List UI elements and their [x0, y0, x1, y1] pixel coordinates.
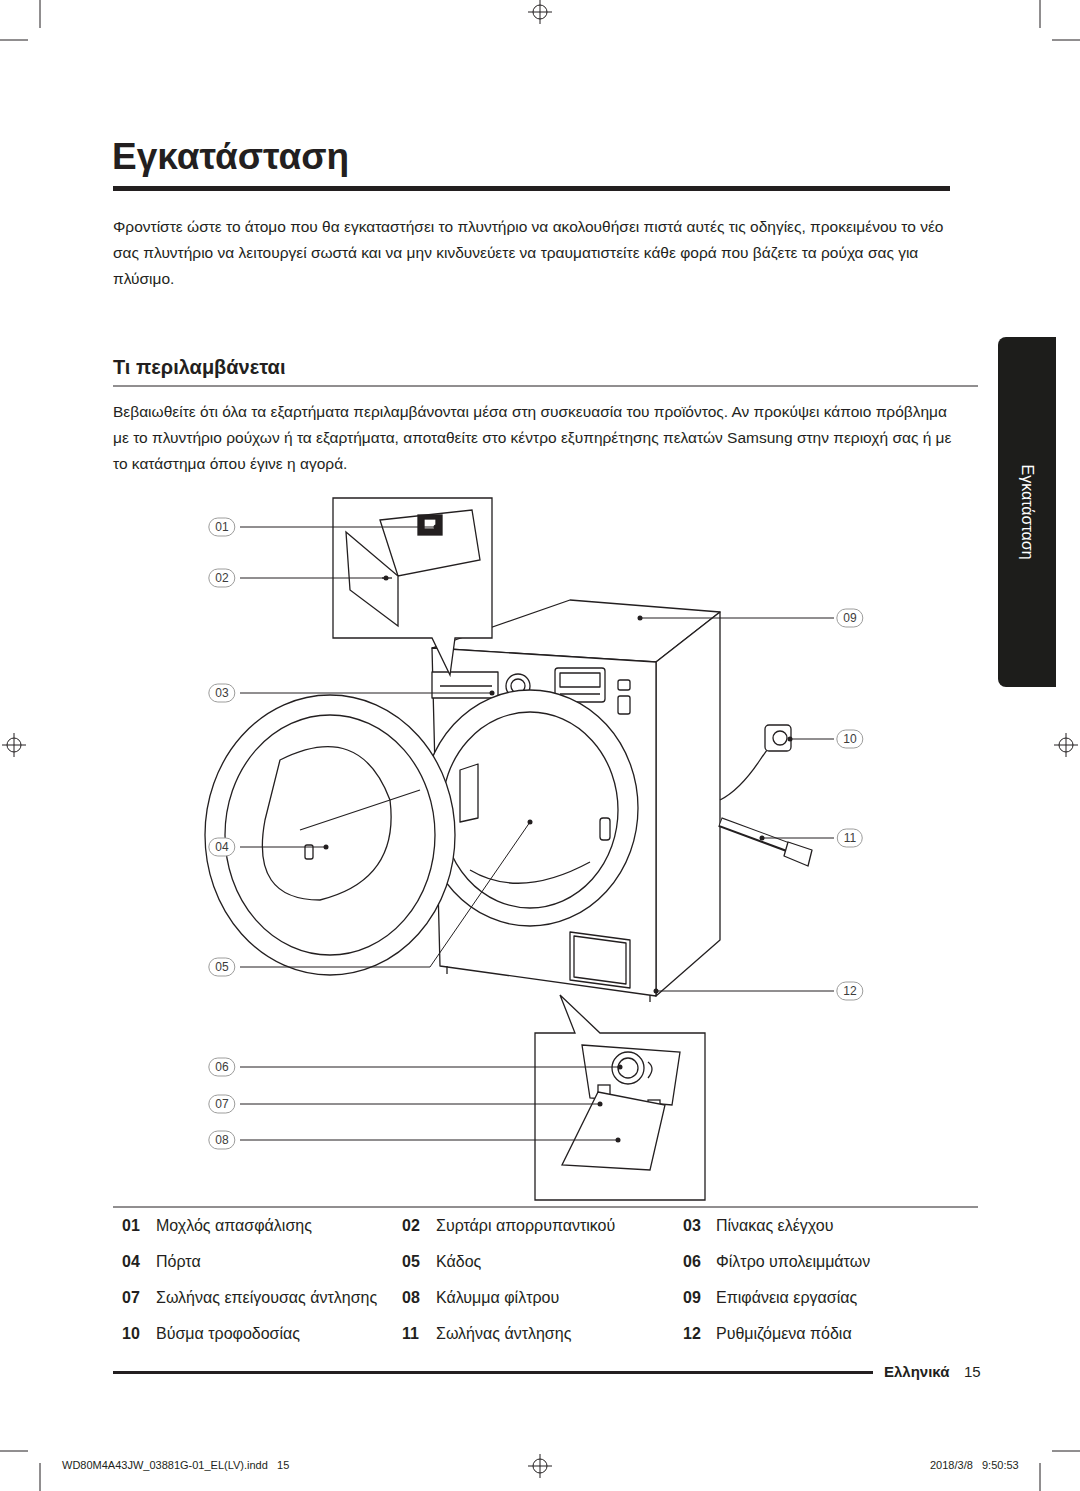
callout-number: 09 [836, 609, 863, 628]
footer-rule [113, 1371, 873, 1374]
part-name: Κάλυμμα φίλτρου [436, 1288, 559, 1308]
part-name: Μοχλός απασφάλισης [156, 1216, 312, 1236]
callout-number: 06 [208, 1058, 235, 1077]
legend-number: 06 [683, 1252, 701, 1272]
callout-text: 09 [843, 611, 856, 625]
part-name: Πόρτα [156, 1252, 201, 1272]
callout-text: 03 [215, 686, 228, 700]
callout-number: 01 [208, 518, 235, 537]
callout-number: 02 [208, 569, 235, 588]
leader-dots [324, 525, 793, 1143]
callout-text: 10 [843, 732, 856, 746]
callout-number: 07 [208, 1095, 235, 1114]
part-name: Επιφάνεια εργασίας [716, 1288, 857, 1308]
legend-number: 11 [402, 1324, 419, 1344]
side-tab: Εγκατάσταση [998, 337, 1056, 687]
callout-number: 10 [836, 730, 863, 749]
contents-paragraph: Βεβαιωθείτε ότι όλα τα εξαρτήματα περιλα… [113, 399, 963, 477]
subheading-rule [113, 386, 978, 387]
callout-text: 11 [844, 831, 856, 845]
callout-number: 08 [208, 1131, 235, 1150]
legend-number: 08 [402, 1288, 420, 1308]
legend-number: 01 [122, 1216, 140, 1236]
callout-text: 08 [215, 1133, 228, 1147]
callout-number: 11 [837, 829, 863, 848]
callout-text: 07 [215, 1097, 228, 1111]
legend-number: 12 [683, 1324, 701, 1344]
print-date: 2018/3/8 9:50:53 [930, 1458, 1019, 1472]
callout-text: 12 [843, 984, 856, 998]
table-rule [113, 1207, 978, 1208]
part-name: Συρτάρι απορρυπαντικού [436, 1216, 615, 1236]
part-name: Σωλήνας επείγουσας άντλησης [156, 1288, 377, 1308]
legend-number: 02 [402, 1216, 420, 1236]
callout-text: 01 [215, 520, 228, 534]
legend-number: 07 [122, 1288, 140, 1308]
callout-number: 12 [836, 982, 863, 1001]
leader-lines [240, 527, 834, 1140]
subheading: Τι περιλαμβάνεται [113, 355, 285, 379]
page-number: 15 [964, 1362, 981, 1382]
legend-number: 03 [683, 1216, 701, 1236]
file-name: WD80M4A43JW_03881G-01_EL(LV).indd 15 [62, 1458, 289, 1472]
page-title: Εγκατάσταση [112, 134, 349, 180]
filter-inset [535, 995, 705, 1200]
part-name: Ρυθμιζόμενα πόδια [716, 1324, 852, 1344]
callout-number: 03 [208, 684, 235, 703]
drawer-inset [333, 498, 492, 675]
part-name: Κάδος [436, 1252, 481, 1272]
callout-text: 02 [215, 571, 228, 585]
callout-number: 04 [208, 838, 235, 857]
title-rule [113, 186, 950, 191]
legend-number: 05 [402, 1252, 420, 1272]
callout-text: 06 [215, 1060, 228, 1074]
part-name: Βύσμα τροφοδοσίας [156, 1324, 300, 1344]
part-name: Σωλήνας άντλησης [436, 1324, 571, 1344]
callout-text: 05 [215, 960, 228, 974]
legend-number: 09 [683, 1288, 701, 1308]
legend-number: 10 [122, 1324, 140, 1344]
callout-number: 05 [208, 958, 235, 977]
callout-text: 04 [215, 840, 228, 854]
tab-label: Εγκατάσταση [1018, 464, 1036, 559]
language-label: Ελληνικά [884, 1362, 949, 1382]
part-name: Πίνακας ελέγχου [716, 1216, 833, 1236]
legend-number: 04 [122, 1252, 140, 1272]
intro-paragraph: Φροντίστε ώστε το άτομο που θα εγκαταστή… [113, 214, 963, 292]
washing-machine [205, 600, 812, 1002]
part-name: Φίλτρο υπολειμμάτων [716, 1252, 870, 1272]
